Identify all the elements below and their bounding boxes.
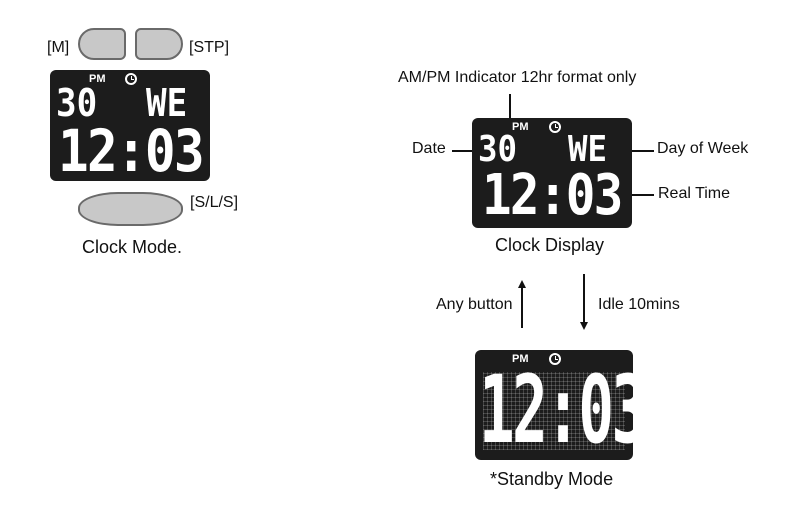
start-lap-split-button-label: [S/L/S]: [190, 194, 239, 211]
idle-arrow-line: [583, 274, 585, 322]
watch-screen-clock-mode: PM 30 WE 12:03: [50, 70, 210, 181]
ampm-indicator-label: AM/PM Indicator 12hr format only: [398, 69, 637, 86]
day-of-week-label: Day of Week: [657, 140, 749, 157]
pm-indicator: PM: [512, 121, 529, 133]
standby-mode-caption: *Standby Mode: [490, 469, 614, 489]
pm-indicator: PM: [89, 73, 106, 85]
day-of-week-digits: WE: [146, 81, 188, 125]
day-leader-line: [622, 150, 654, 152]
standby-time-digits: 12:03: [479, 356, 633, 460]
date-digits: 30: [56, 81, 98, 125]
alarm-clock-icon: [125, 73, 137, 85]
day-of-week-digits: WE: [568, 129, 608, 170]
any-button-label: Any button: [436, 296, 513, 313]
date-leader-line: [452, 150, 480, 152]
alarm-clock-icon: [549, 353, 561, 365]
any-button-arrow-up-icon: [517, 280, 526, 288]
clock-mode-caption: Clock Mode.: [82, 237, 183, 257]
real-time-label: Real Time: [658, 185, 731, 202]
any-button-arrow-line: [521, 286, 523, 328]
standby-screen: PM 12:03: [475, 350, 633, 460]
start-lap-split-button[interactable]: [78, 192, 183, 226]
time-leader-line: [628, 194, 654, 196]
idle-arrow-down-icon: [579, 322, 588, 330]
ampm-leader-line: [509, 94, 511, 122]
stop-button-label: [STP]: [189, 39, 230, 56]
time-digits: 12:03: [482, 163, 623, 228]
mode-button-label: [M]: [47, 39, 70, 56]
time-digits: 12:03: [58, 117, 205, 181]
clock-display-screen: PM 30 WE 12:03: [472, 118, 632, 228]
date-digits: 30: [478, 129, 518, 170]
clock-display-caption: Clock Display: [495, 235, 605, 255]
date-label: Date: [412, 140, 446, 157]
mode-button[interactable]: [78, 28, 126, 60]
alarm-clock-icon: [549, 121, 561, 133]
pm-indicator: PM: [512, 353, 529, 365]
idle-label: Idle 10mins: [598, 296, 680, 313]
standby-dot-matrix-background: [483, 372, 625, 450]
stop-button[interactable]: [135, 28, 183, 60]
